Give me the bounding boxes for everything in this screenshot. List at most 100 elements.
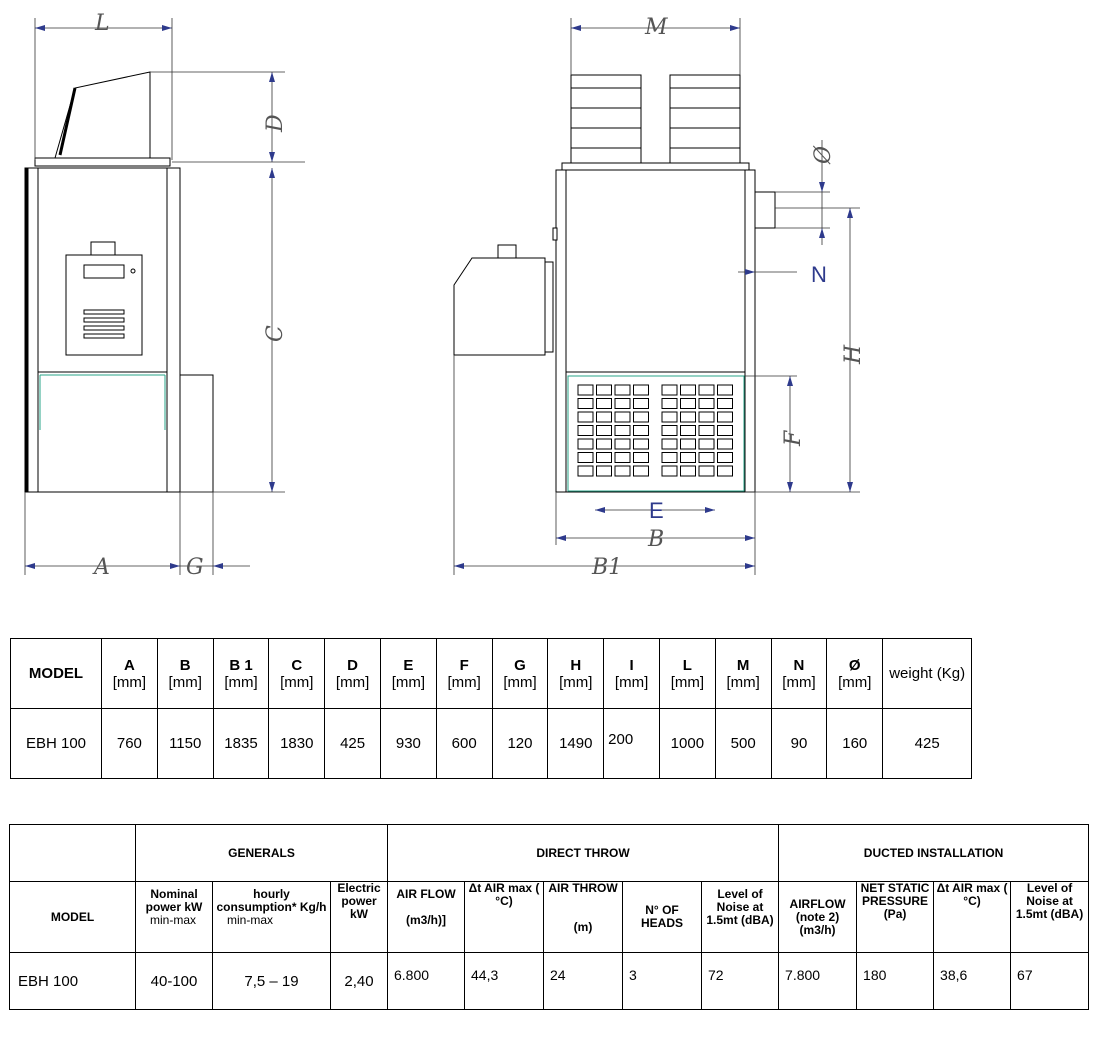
grille-louver <box>633 384 649 396</box>
grille-louver <box>698 452 715 463</box>
group-direct-throw: DIRECT THROW <box>386 824 780 882</box>
dim-code: A <box>123 656 135 674</box>
dim-label-diameter: Ø <box>811 145 836 165</box>
nominal-power-note: min-max <box>150 913 197 927</box>
dim-unit: [mm] <box>335 673 370 691</box>
grille-louver <box>680 452 696 463</box>
dim-value: 600 <box>435 708 493 779</box>
dim-unit: [mm] <box>112 673 147 691</box>
dim-code: F <box>459 656 469 674</box>
dim-header: A[mm] <box>101 638 158 709</box>
dim-value: 1490 <box>547 708 605 779</box>
dim-header: L[mm] <box>658 638 716 709</box>
air-outlet-grille <box>577 384 733 477</box>
dim-unit: [mm] <box>726 673 760 691</box>
grille-louver <box>698 465 715 477</box>
grille-louver <box>614 384 631 396</box>
grille-louver <box>661 452 678 463</box>
side-view-dimensions <box>24 18 305 575</box>
dim-value: 760 <box>101 708 158 779</box>
dim-header: I[mm] <box>603 638 660 709</box>
grille-louver <box>614 411 631 423</box>
dim-label-c: C <box>263 325 288 342</box>
grille-louver <box>633 425 649 436</box>
front-view <box>453 74 776 493</box>
perf-model-cell: EBH 100 <box>9 952 136 1010</box>
heads-header: N° OF HEADS <box>622 881 702 953</box>
grille-louver <box>614 425 631 436</box>
grille-louver <box>680 438 696 450</box>
dim-header: D[mm] <box>324 638 381 709</box>
hourly-consumption-note: min-max <box>227 913 274 927</box>
grille-louver <box>577 411 594 423</box>
grille-louver <box>717 425 733 436</box>
grille-louver <box>577 465 594 477</box>
dimensions-table: MODEL A[mm] B[mm] B 1[mm] C[mm] D[mm] E[… <box>10 638 973 779</box>
grille-louver <box>698 438 715 450</box>
dim-value: 120 <box>491 708 549 779</box>
air-flow-label: AIR FLOW <box>396 887 456 901</box>
grille-louver <box>614 465 631 477</box>
hourly-consumption-value: 7,5 – 19 <box>212 952 331 1010</box>
grille-louver <box>596 398 612 409</box>
net-static-pressure-value: 180 <box>856 952 935 1010</box>
grille-louver <box>596 411 612 423</box>
heads-value: 3 <box>622 952 702 1010</box>
dt-air-max-header: Δt AIR max ( °C) <box>464 881 544 953</box>
weight-header: weight (Kg) <box>882 638 973 709</box>
burner <box>453 257 546 356</box>
dim-unit: [mm] <box>391 673 426 691</box>
dim-value: 425 <box>324 708 381 779</box>
dim-unit: [mm] <box>503 673 537 691</box>
dim-value: 1150 <box>156 708 214 779</box>
grille-louver <box>633 452 649 463</box>
dim-label-b1: B1 <box>591 555 622 580</box>
grille-louver <box>717 411 733 423</box>
dim-unit: [mm] <box>782 673 816 691</box>
dim-code: E <box>403 656 414 674</box>
dim-unit: [mm] <box>614 673 649 691</box>
dim-code: B 1 <box>229 656 253 674</box>
dim-header: Ø[mm] <box>826 638 884 709</box>
hourly-consumption-label: hourly consumption* Kg/h <box>216 887 327 914</box>
dim-code: Ø <box>848 656 861 674</box>
dim-label-f: F <box>781 430 806 447</box>
group-header-row: GENERALS DIRECT THROW DUCTED INSTALLATIO… <box>9 824 1090 882</box>
grille-louver <box>698 384 715 396</box>
dim-label-d: D <box>263 114 288 133</box>
technical-drawing: L D C A G M Ø N H F E B B1 <box>24 11 866 580</box>
noise-ducted-header: Level of Noise at 1.5mt (dBA) <box>1010 881 1090 953</box>
grille-louver <box>717 438 733 450</box>
empty-corner <box>9 824 136 882</box>
dim-value: 200 <box>603 708 660 779</box>
perf-model-header: MODEL <box>9 881 136 953</box>
group-ducted: DUCTED INSTALLATION <box>778 824 1090 882</box>
front-view-dimensions <box>453 18 860 575</box>
grille-louver <box>698 425 715 436</box>
dim-label-l: L <box>94 11 110 36</box>
dim-label-m: M <box>644 15 668 40</box>
grille-louver <box>698 411 715 423</box>
grille-louver <box>717 384 733 396</box>
dim-header: C[mm] <box>268 638 326 709</box>
dim-code: D <box>347 656 358 674</box>
dim-label-e: E <box>649 498 664 523</box>
dim-label-h: H <box>841 344 866 365</box>
dim-header: E[mm] <box>379 638 437 709</box>
dt-air-max-ducted-header: Δt AIR max ( °C) <box>933 881 1012 953</box>
dim-value: 1830 <box>268 708 326 779</box>
dim-code: L <box>682 656 692 674</box>
dim-header: N[mm] <box>770 638 828 709</box>
grille-louver <box>661 465 678 477</box>
grille-louver <box>680 398 696 409</box>
performance-value-row: EBH 100 40-100 7,5 – 19 2,40 6.800 44,3 … <box>9 952 1090 1010</box>
dim-header: B[mm] <box>156 638 214 709</box>
dim-value: 160 <box>826 708 884 779</box>
grille-louver <box>680 425 696 436</box>
dim-value: 930 <box>379 708 437 779</box>
grille-louver <box>577 425 594 436</box>
dim-label-g: G <box>186 555 204 580</box>
model-header: MODEL <box>10 638 102 709</box>
